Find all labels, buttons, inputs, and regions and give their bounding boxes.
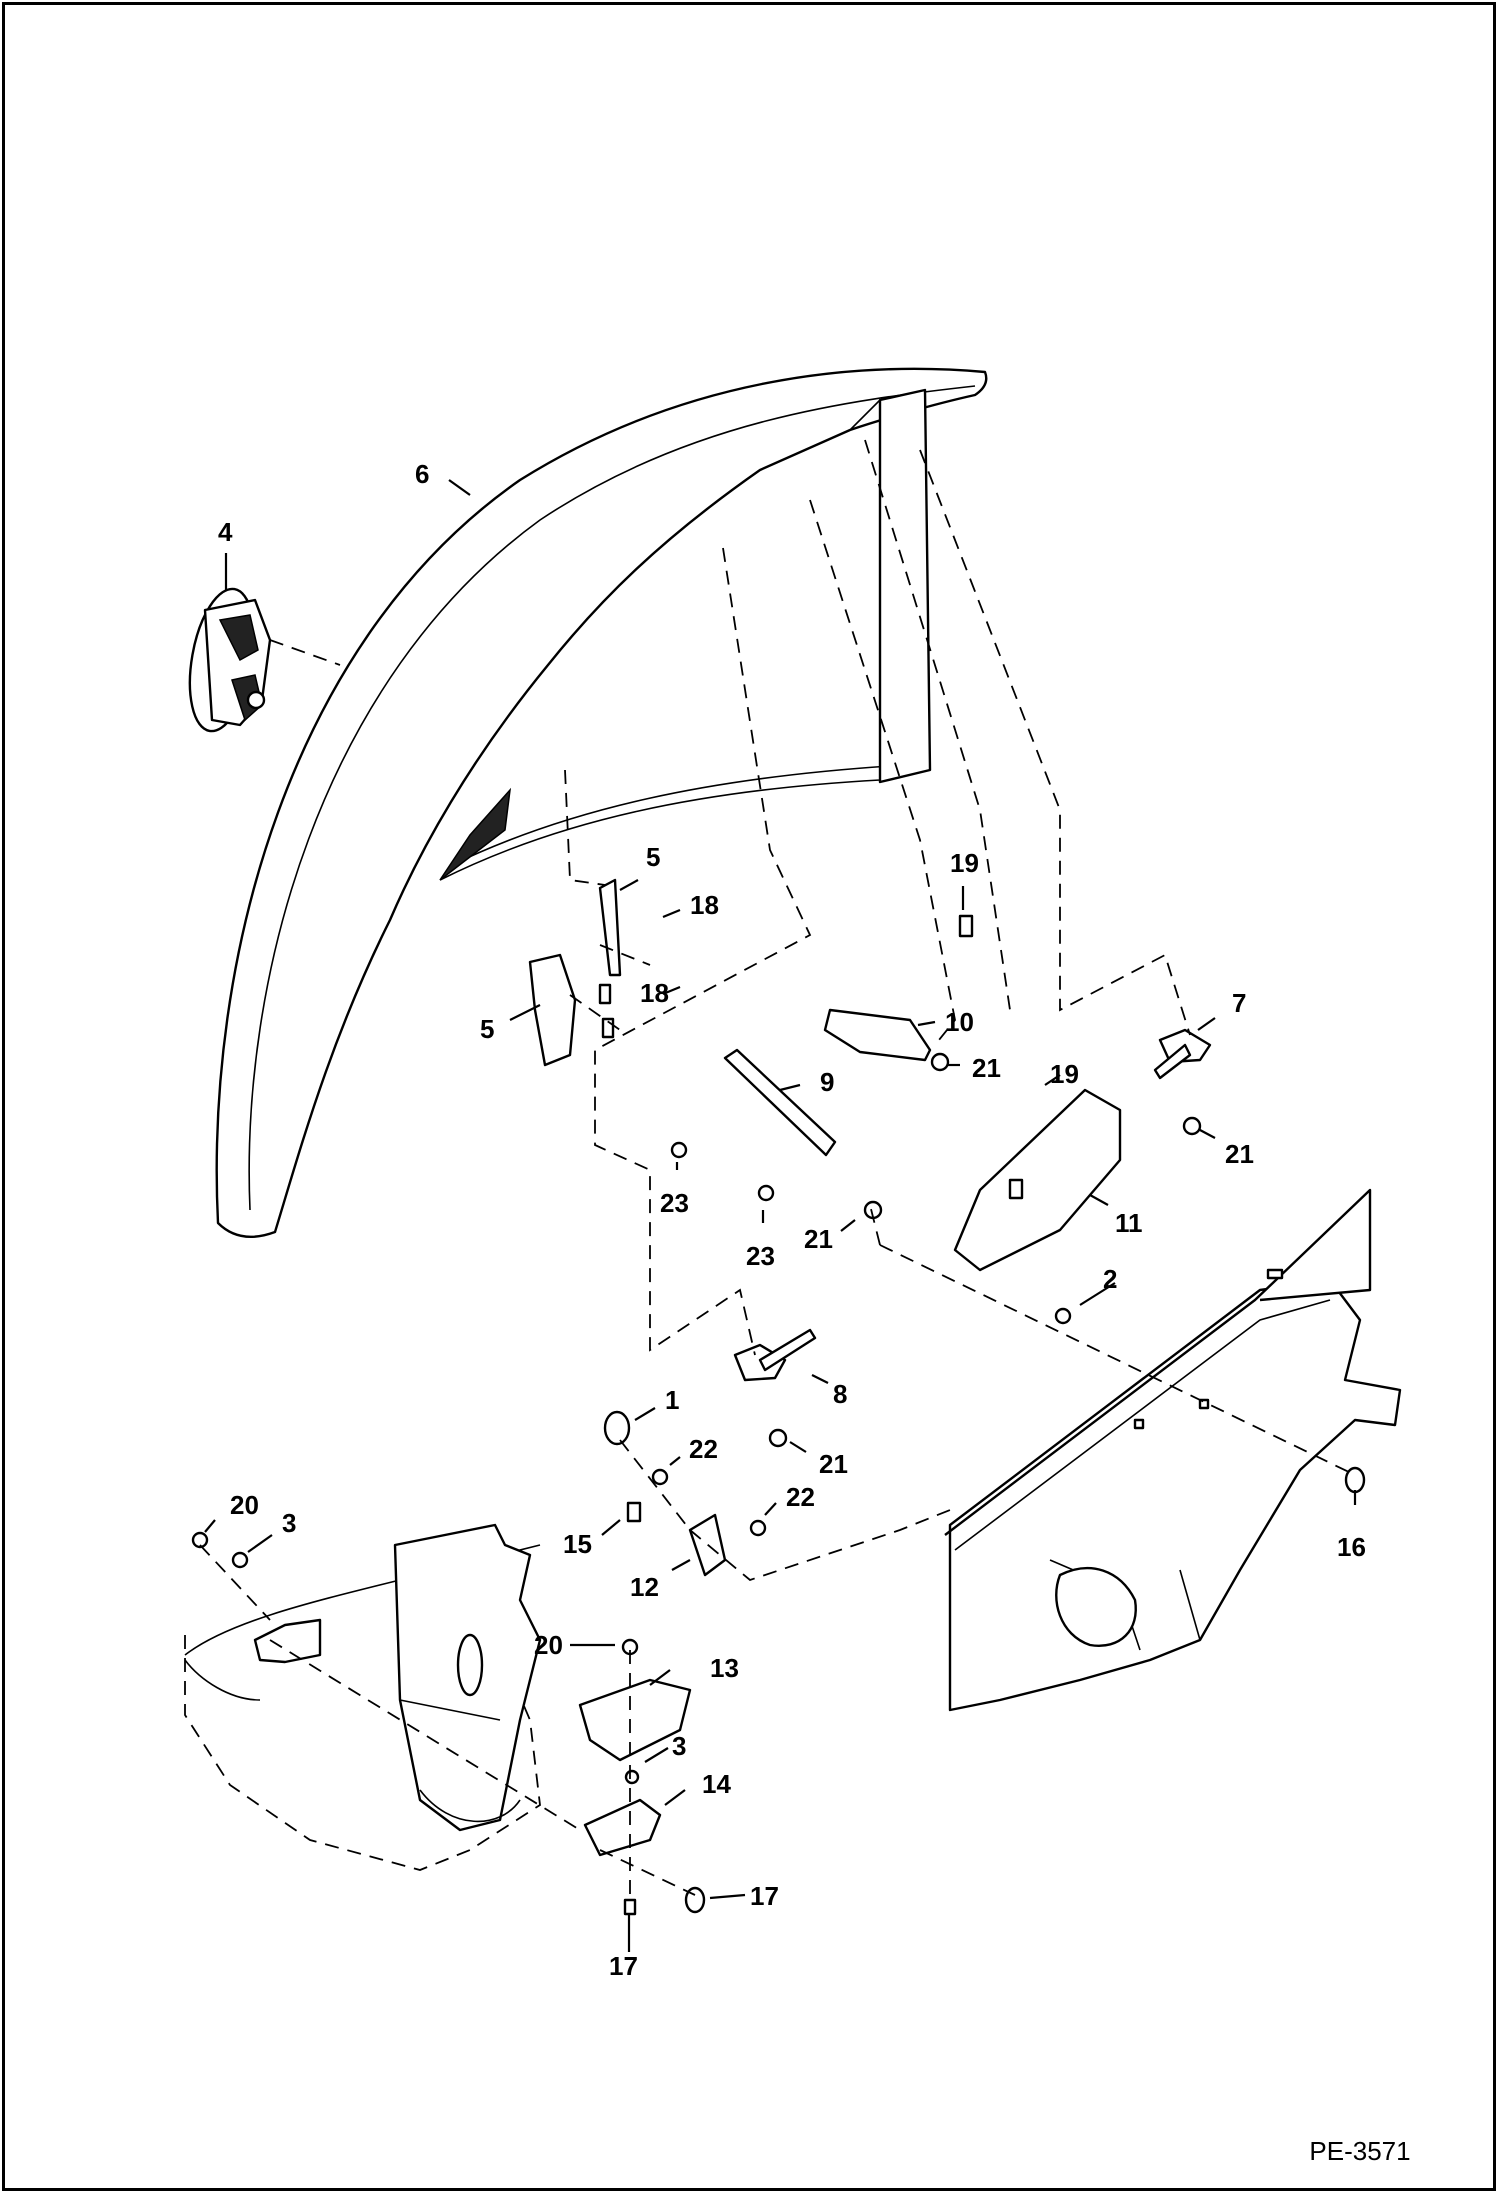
callout-21-c: 21 (804, 1224, 833, 1254)
callout-20-b: 20 (534, 1630, 563, 1660)
callout-11: 11 (1115, 1208, 1143, 1238)
callout-20-a: 20 (230, 1490, 259, 1520)
callout-18-lower: 18 (640, 978, 669, 1008)
callout-12: 12 (630, 1572, 659, 1602)
assembly-lines (199, 439, 1356, 1900)
callout-15: 15 (563, 1529, 592, 1559)
callout-17-a: 17 (750, 1881, 779, 1911)
callout-19-lower: 19 (1050, 1059, 1079, 1089)
left-frame-structure (184, 1523, 542, 1871)
right-frame-structure (944, 1188, 1402, 1712)
reference-code: PE-3571 (1309, 2136, 1410, 2166)
callout-10: 10 (945, 1007, 974, 1037)
callout-3-a: 3 (282, 1508, 296, 1538)
callout-21-a: 21 (972, 1053, 1001, 1083)
callout-17-b: 17 (609, 1951, 638, 1981)
callout-5-lower: 5 (480, 1014, 494, 1044)
callout-9: 9 (820, 1067, 834, 1097)
callout-21-d: 21 (819, 1449, 848, 1479)
callout-1: 1 (665, 1385, 679, 1415)
callout-16: 16 (1337, 1532, 1366, 1562)
bracket-part-5-lower (528, 953, 577, 1067)
callout-22-a: 22 (689, 1434, 718, 1464)
fender-part (215, 367, 988, 1238)
callout-22-b: 22 (786, 1482, 815, 1512)
callout-2: 2 (1103, 1264, 1117, 1294)
callout-13: 13 (710, 1653, 739, 1683)
light-assembly-part (188, 587, 272, 733)
callout-18-upper: 18 (690, 890, 719, 920)
callout-23-a: 23 (660, 1188, 689, 1218)
callout-4: 4 (218, 517, 233, 547)
callout-8: 8 (833, 1379, 847, 1409)
bracket-part-5-upper (598, 878, 622, 977)
callout-3-b: 3 (672, 1731, 686, 1761)
callout-7: 7 (1232, 988, 1246, 1018)
callout-6: 6 (415, 459, 429, 489)
callout-5-upper: 5 (646, 842, 660, 872)
hardware-parts (191, 914, 1366, 1916)
callout-labels: 6 4 5 18 18 5 19 10 7 9 21 19 21 23 11 2… (218, 459, 1366, 1981)
callout-23-b: 23 (746, 1241, 775, 1271)
callout-14: 14 (702, 1769, 731, 1799)
callout-21-b: 21 (1225, 1139, 1254, 1169)
leader-lines (204, 479, 1357, 1952)
callout-19-upper: 19 (950, 848, 979, 878)
